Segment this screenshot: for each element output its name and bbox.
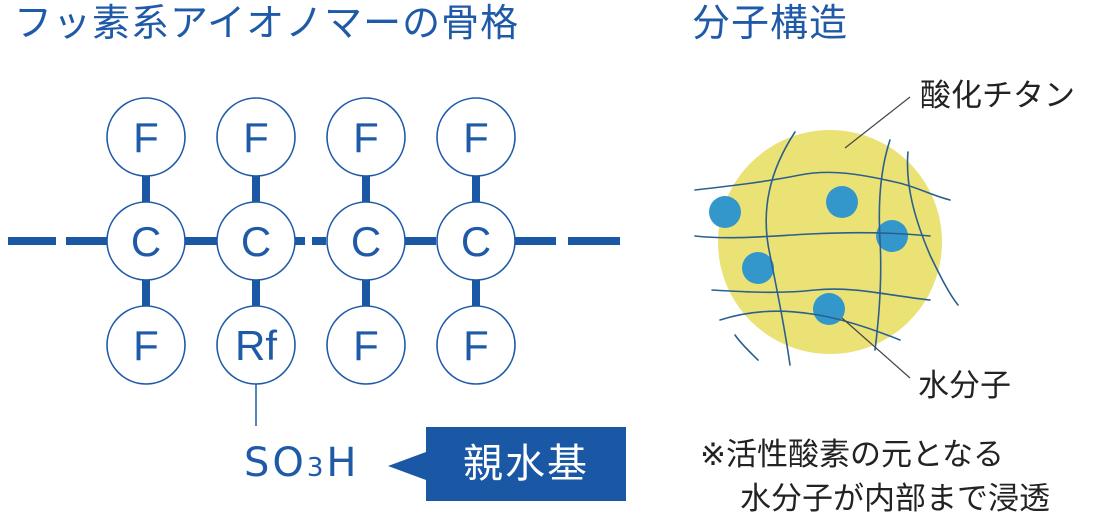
atom-circle: F bbox=[326, 305, 406, 385]
atom-label: F bbox=[133, 322, 159, 369]
water-molecule bbox=[826, 186, 858, 218]
atom-label: C bbox=[241, 218, 271, 265]
ionomer-backbone-diagram: F F F F C C C C bbox=[8, 97, 620, 480]
atom-circle: C bbox=[106, 201, 186, 281]
hydrophilic-badge: 親水基 bbox=[426, 427, 626, 501]
water-molecules bbox=[709, 186, 908, 325]
atom-label: F bbox=[463, 322, 489, 369]
atom-circle: F bbox=[436, 97, 516, 177]
bottom-atoms: F Rf F F bbox=[106, 305, 516, 385]
top-atoms: F F F F bbox=[106, 97, 516, 177]
water-molecule bbox=[876, 220, 908, 252]
atom-circle: F bbox=[106, 305, 186, 385]
atom-label: F bbox=[353, 114, 379, 161]
right-title: 分子構造 bbox=[692, 1, 849, 45]
water-molecule-label: 水分子 bbox=[918, 368, 1011, 404]
atom-circle: F bbox=[106, 97, 186, 177]
titanium-oxide-label: 酸化チタン bbox=[920, 78, 1075, 114]
titanium-oxide-particle bbox=[718, 130, 942, 354]
water-molecule-leader bbox=[841, 317, 911, 379]
water-molecule bbox=[709, 196, 741, 228]
titanium-oxide-leader bbox=[844, 96, 911, 149]
molecular-structure-diagram bbox=[694, 96, 959, 379]
chain-atoms: C C C C bbox=[106, 201, 516, 281]
badge-pointer bbox=[388, 452, 426, 480]
atom-label: C bbox=[461, 218, 491, 265]
sulfonic-main: SO bbox=[244, 440, 307, 486]
atom-circle: F bbox=[216, 97, 296, 177]
vertical-bonds bbox=[142, 176, 480, 306]
sulfonic-group: SO3H bbox=[244, 438, 360, 493]
left-title: フッ素系アイオノマーの骨格 bbox=[14, 1, 520, 45]
atom-label: C bbox=[131, 218, 161, 265]
water-molecule bbox=[813, 293, 845, 325]
atom-label: F bbox=[353, 322, 379, 369]
water-molecule bbox=[742, 252, 774, 284]
sulfonic-subscript: 3 bbox=[306, 453, 327, 483]
atom-circle: F bbox=[436, 305, 516, 385]
atom-circle: Rf bbox=[216, 305, 296, 385]
atom-label: Rf bbox=[235, 322, 277, 369]
note-line-2: 水分子が内部まで浸透 bbox=[740, 481, 1050, 517]
atom-circle: C bbox=[216, 201, 296, 281]
atom-circle: F bbox=[326, 97, 406, 177]
atom-label: C bbox=[351, 218, 381, 265]
atom-circle: C bbox=[436, 201, 516, 281]
atom-label: F bbox=[133, 114, 159, 161]
atom-label: F bbox=[463, 114, 489, 161]
sulfonic-suffix: H bbox=[326, 440, 360, 486]
polymer-fibers bbox=[694, 131, 959, 366]
atom-circle: C bbox=[326, 201, 406, 281]
note-line-1: ※活性酸素の元となる bbox=[700, 437, 1005, 473]
atom-label: F bbox=[243, 114, 269, 161]
